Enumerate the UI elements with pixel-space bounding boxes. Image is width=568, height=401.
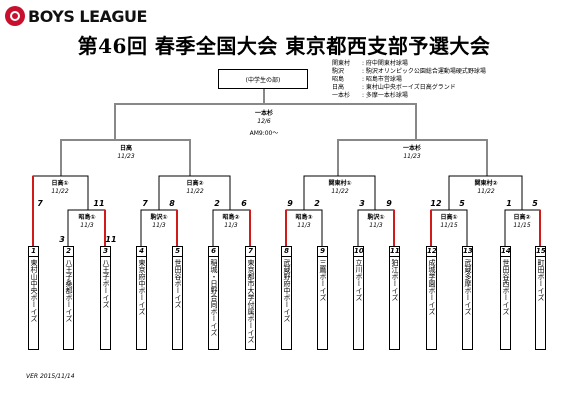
score: 5: [532, 199, 538, 208]
score: 3: [59, 235, 65, 244]
quarter-4-date: 11/22: [477, 188, 495, 195]
round2-1-venue: 昭島①: [78, 214, 96, 221]
legend-row: 一本杉: 多摩一本杉球場: [332, 92, 408, 99]
score: 2: [214, 199, 220, 208]
score: 9: [287, 199, 293, 208]
score: 5: [459, 199, 465, 208]
quarter-1-venue: 日高①: [51, 180, 69, 187]
quarter-4-venue: 関東村②: [474, 180, 498, 187]
score: 6: [241, 199, 247, 208]
score: 3: [359, 199, 365, 208]
score: 8: [169, 199, 175, 208]
champion-box: (中学生の部): [218, 69, 308, 89]
round2-5-venue: 駒沢①: [367, 214, 385, 221]
quarter-1-date: 11/22: [51, 188, 69, 195]
score: 2: [314, 199, 320, 208]
semi-1-venue: 日高: [119, 145, 133, 152]
quarter-2-date: 11/22: [186, 188, 204, 195]
round2-3-venue: 昭島②: [222, 214, 240, 221]
version-label: VER 2015/11/14: [26, 373, 75, 380]
logo-text: BOYS LEAGUE: [28, 6, 147, 26]
score: 11: [93, 199, 105, 208]
score: 12: [430, 199, 442, 208]
score: 7: [142, 199, 148, 208]
legend-row: 駒沢: 駒沢オリンピック公園総合運動場硬式野球場: [332, 68, 486, 75]
round2-4-venue: 昭島③: [295, 214, 313, 221]
logo-emblem-icon: [5, 6, 25, 26]
semi-2-date: 11/23: [403, 153, 421, 160]
final-venue: 一本杉: [254, 110, 274, 117]
quarter-3-venue: 関東村①: [328, 180, 352, 187]
round2-3-date: 11/3: [224, 222, 238, 229]
round2-2-venue: 駒沢①: [150, 214, 168, 221]
legend-row: 昭島: 昭島市営球場: [332, 76, 402, 83]
round2-6-venue: 日高①: [440, 214, 458, 221]
final-time: AM9:00～: [249, 130, 279, 137]
round2-4-date: 11/3: [297, 222, 311, 229]
round2-1-date: 11/3: [80, 222, 94, 229]
round2-5-date: 11/3: [369, 222, 383, 229]
legend-row: 日高: 東村山中央ボーイズ日高グランド: [332, 84, 456, 91]
final-date: 12/6: [257, 118, 271, 125]
venue-legend: 関東村: 府中関東村球場 駒沢: 駒沢オリンピック公園総合運動場硬式野球場 昭島…: [332, 60, 486, 100]
score: 11: [105, 235, 117, 244]
round2-2-date: 11/3: [152, 222, 166, 229]
score: 7: [37, 199, 43, 208]
score: 1: [506, 199, 512, 208]
quarter-3-date: 11/22: [331, 188, 349, 195]
page-title: 第46回 春季全国大会 東京都西支部予選大会: [77, 34, 491, 58]
legend-row: 関東村: 府中関東村球場: [332, 60, 408, 67]
boys-league-logo: BOYS LEAGUE: [4, 4, 147, 28]
round2-7-date: 11/15: [513, 222, 531, 229]
semi-2-venue: 一本杉: [402, 145, 422, 152]
round2-7-venue: 日高②: [513, 214, 531, 221]
semi-1-date: 11/23: [117, 153, 135, 160]
quarter-2-venue: 日高②: [186, 180, 204, 187]
score: 9: [386, 199, 392, 208]
round2-6-date: 11/15: [440, 222, 458, 229]
